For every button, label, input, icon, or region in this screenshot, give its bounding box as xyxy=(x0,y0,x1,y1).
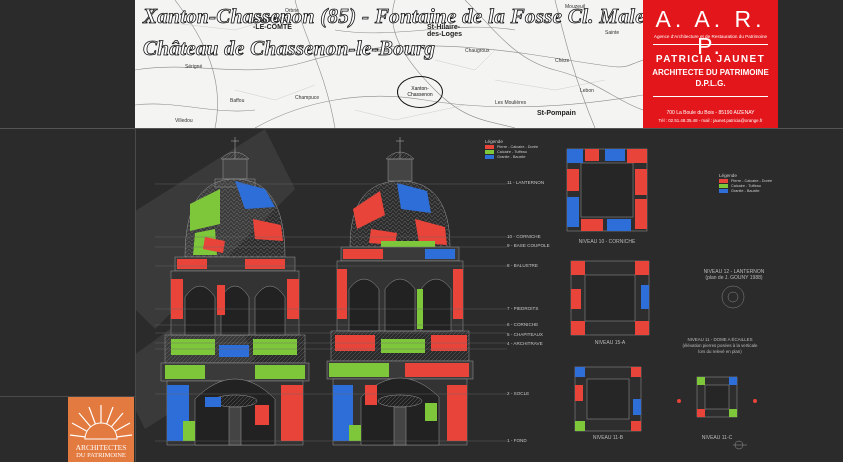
brand-rule-bottom xyxy=(653,96,768,97)
legend-item-tuffeau: Calcaire - Tuffeau xyxy=(485,150,538,154)
plan-bottom xyxy=(574,366,642,432)
plan-lanternon xyxy=(721,285,745,309)
architect-degree: D.P.L.G. xyxy=(695,79,726,88)
caption-plan-mid-note: NIVEAU 11 - DOME A ÉCAILLES (élévation p… xyxy=(682,337,758,354)
label-corniche-b: 6 - CORNICHE xyxy=(507,322,539,327)
location-map: Orbrie Mouzeuil Pissotte Chaugroux Chèze… xyxy=(135,0,643,128)
legend-swatch-green xyxy=(485,150,494,154)
label-socle: 2 - SOCLE xyxy=(507,391,530,396)
caption-plan-small: NIVEAU 11-C xyxy=(701,435,733,441)
agency-logo: A. A. R. P. xyxy=(655,6,766,59)
agency-contact: Tél : 02.51.48.35.48 - mail : jaunet.pat… xyxy=(658,118,763,123)
legend-title: Légende xyxy=(485,139,503,144)
sunburst-icon xyxy=(69,405,133,440)
plan-small xyxy=(677,376,757,418)
legend-elevations: Légende Pierre - Calcaire - Dorée Calcai… xyxy=(485,139,538,159)
elevation-left-materials xyxy=(165,181,305,441)
place-st-hilaire: St-Hilaire- des-Loges xyxy=(427,24,463,38)
label-base-coupole: 9 - BASE COUPOLE xyxy=(507,243,550,248)
label-corniche: 10 - CORNICHE xyxy=(507,234,541,239)
plan-top xyxy=(566,148,648,232)
legend-item-stone: Pierre - Calcaire - Dorée xyxy=(485,145,538,149)
place-fontenay: FONTENAY- -LE-COMTE xyxy=(253,17,293,31)
survey-drawing: 11 - LANTERNON 10 - CORNICHE 9 - BASE CO… xyxy=(135,129,843,462)
legend-plan-swatch-green xyxy=(719,184,728,188)
legend-swatch-blue xyxy=(485,155,494,159)
agency-address: 700 La Boule du Bois - 85190 AIZENAY xyxy=(666,110,755,116)
location-marker xyxy=(397,76,443,108)
label-piedroits: 7 - PIEDROITS xyxy=(507,306,539,311)
caption-plan-lanternon: NIVEAU 12 - LANTERNON (plan de J. GOUNY … xyxy=(703,269,765,281)
agency-brand: A. A. R. P. Agence d'Architecture et de … xyxy=(643,0,778,128)
architect-name: PATRICIA JAUNET xyxy=(655,54,766,65)
legend-item-granite: Granite - Bauxite xyxy=(485,155,538,159)
level-lines xyxy=(155,183,507,442)
legend-swatch-red xyxy=(485,145,494,149)
caption-plan-bottom: NIVEAU 11-B xyxy=(592,435,624,441)
plan-mid xyxy=(570,260,650,336)
page-title: Xanton-Chassenon (85) - Fontaine de la F… xyxy=(143,4,643,29)
architectes-patrimoine-logo: ARCHITECTES DU PATRIMOINE xyxy=(68,397,134,462)
caption-plan-top: NIVEAU 10 - CORNICHE xyxy=(578,239,636,245)
legend-plans: Légende Pierre - Calcaire - Dorée Calcai… xyxy=(719,173,773,193)
label-architrave: 4 - ARCHITRAVE xyxy=(507,341,543,346)
place-st-pompain: St-Pompain xyxy=(537,110,576,117)
caption-plan-mid: NIVEAU 15-A xyxy=(594,340,626,346)
brand-rule-top xyxy=(653,44,768,45)
legend-plan-swatch-red xyxy=(719,179,728,183)
header-divider xyxy=(0,128,843,129)
label-fond: 1 - FOND xyxy=(507,438,527,443)
marker-label: Xanton- Chassenon xyxy=(407,86,433,98)
label-lanternon: 11 - LANTERNON xyxy=(507,180,545,185)
label-chapiteaux: 5 - CHAPITEAUX xyxy=(507,332,543,337)
north-arrow xyxy=(733,440,747,450)
left-rule xyxy=(0,396,135,397)
label-balustre: 8 - BALUSTRE xyxy=(507,263,538,268)
legend-plan-swatch-blue xyxy=(719,189,728,193)
agency-tagline: Agence d'Architecture et de Restauration… xyxy=(653,34,768,39)
logo-line2: DU PATRIMOINE xyxy=(76,452,126,459)
logo-line1: ARCHITECTES xyxy=(75,443,127,452)
left-vertical-rule xyxy=(135,128,136,462)
page-subtitle: Château de Chassenon-le-Bourg xyxy=(143,36,436,61)
architect-role: ARCHITECTE DU PATRIMOINE xyxy=(652,68,769,77)
elevation-drawings xyxy=(135,129,757,450)
